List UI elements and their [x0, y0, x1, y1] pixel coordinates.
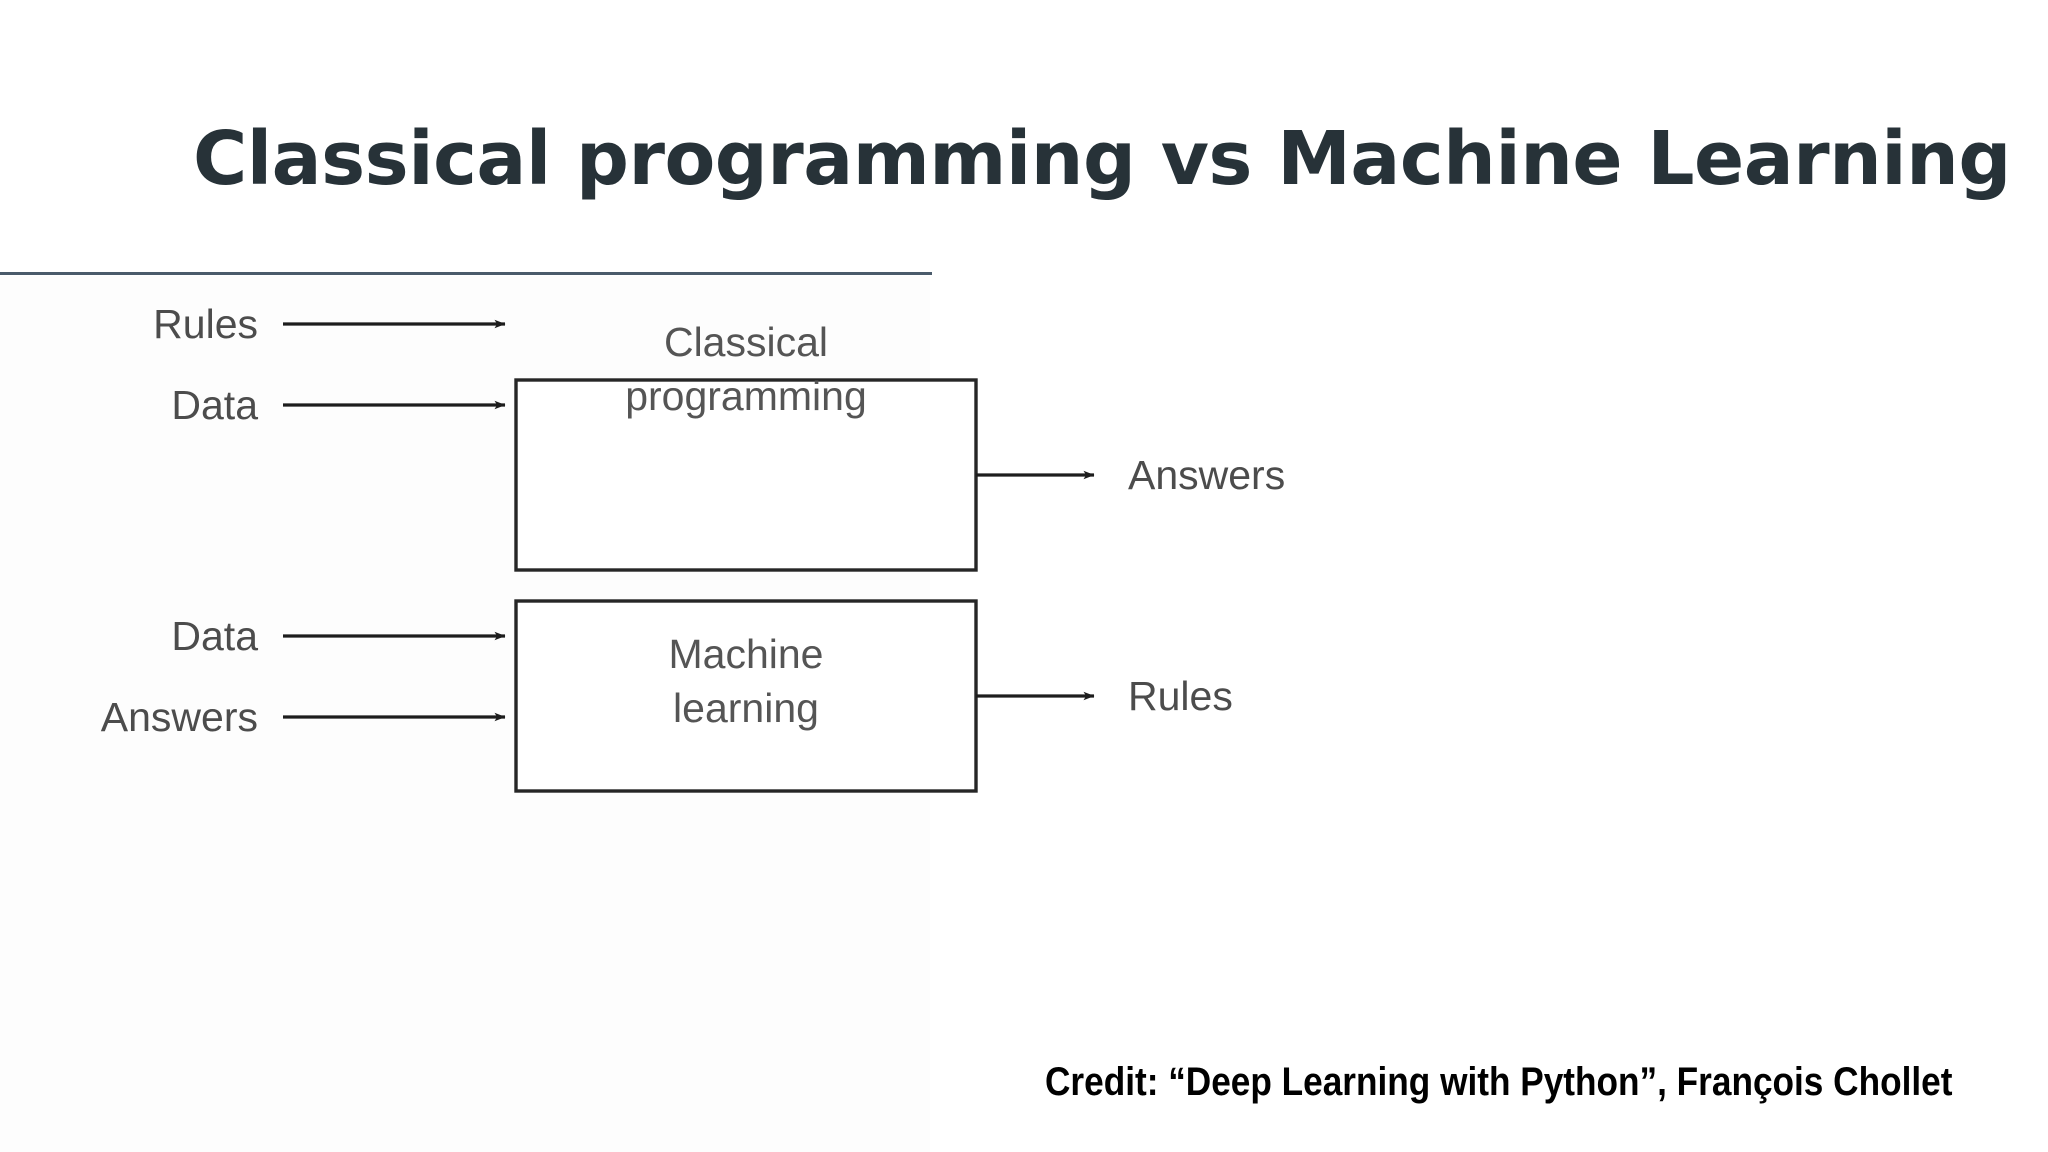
diagram-classical-programming: Rules Data Classical programming Answers [153, 301, 1285, 572]
label-classical-input-top: Rules [153, 301, 258, 347]
label-classical-input-bottom: Data [171, 382, 258, 428]
title-divider [0, 272, 932, 275]
diagram-figure: Rules Data Classical programming Answers… [0, 276, 1400, 1076]
label-ml-input-top: Data [171, 613, 258, 659]
label-ml-input-bottom: Answers [101, 694, 258, 740]
label-ml-output: Rules [1128, 673, 1233, 719]
box-label-classical-line1: Classical [664, 319, 828, 365]
box-label-classical-line2: programming [625, 373, 867, 419]
label-classical-output: Answers [1128, 452, 1285, 498]
page-title: Classical programming vs Machine Learnin… [193, 116, 2011, 202]
credit-text: Credit: “Deep Learning with Python”, Fra… [1045, 1060, 1953, 1104]
box-label-ml-line1: Machine [669, 631, 824, 677]
box-label-ml-line2: learning [673, 685, 819, 731]
diagram-machine-learning: Data Answers Machine learning Rules [101, 599, 1233, 793]
box-machine-learning [514, 599, 978, 793]
box-classical-programming [514, 378, 978, 572]
